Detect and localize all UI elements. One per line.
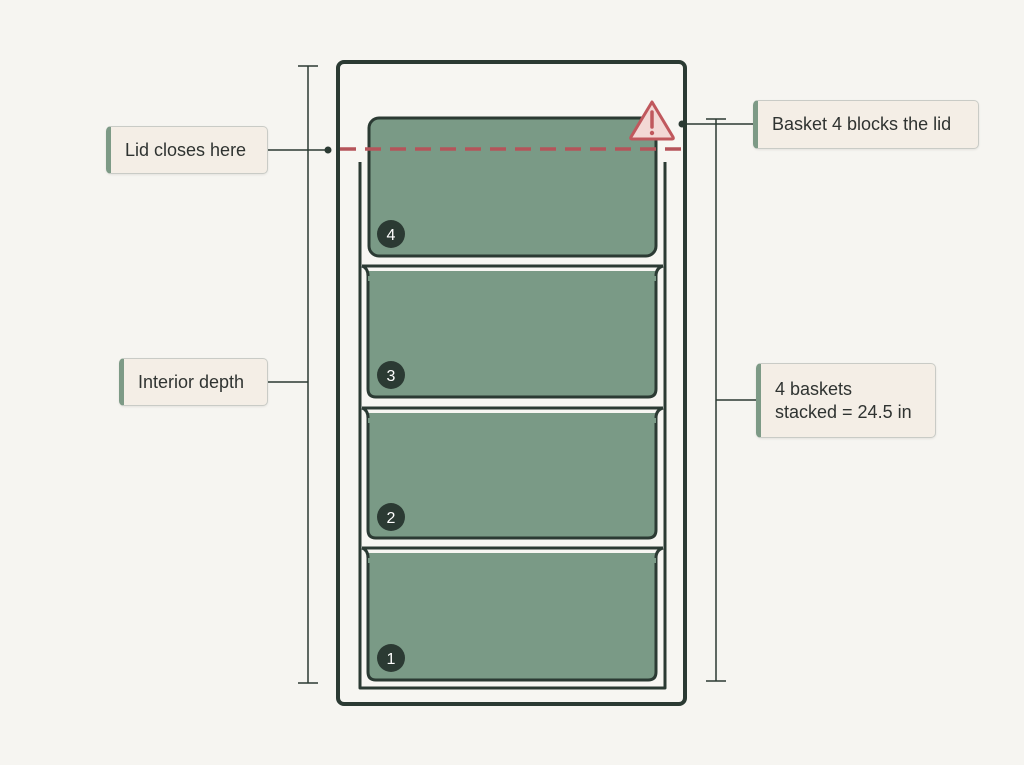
svg-text:1: 1 [387,651,396,668]
warning-callout: Basket 4 blocks the lid [753,100,979,149]
stack-callout-line2: stacked = 24.5 in [775,401,912,422]
depth-callout-label: Interior depth [138,371,245,392]
depth-callout: Interior depth [119,358,268,406]
svg-text:3: 3 [387,368,396,385]
basket-number-3: 3 [377,361,405,389]
warning-triangle-icon [629,100,675,141]
interior-depth-dimension [298,65,318,684]
basket-3-body [366,271,658,399]
basket-2-body [366,413,658,540]
leader-lines [268,120,756,401]
warning-callout-label: Basket 4 blocks the lid [772,114,952,134]
cabinet-liner [358,162,667,690]
basket-1-body [366,553,658,682]
basket-2 [361,406,664,540]
basket-1 [361,546,664,682]
basket-number-2: 2 [377,503,405,531]
lid-callout: Lid closes here [106,126,268,174]
basket-number-1: 1 [377,644,405,672]
svg-text:2: 2 [387,510,396,527]
svg-text:4: 4 [387,227,396,244]
basket-number-4: 4 [377,220,405,248]
basket-4 [367,116,658,258]
lid-callout-label: Lid closes here [125,139,247,160]
basket-4-body [367,116,658,258]
stack-callout: 4 baskets stacked = 24.5 in [756,363,936,438]
stack-callout-line1: 4 baskets [775,378,853,399]
basket-3 [361,264,664,399]
